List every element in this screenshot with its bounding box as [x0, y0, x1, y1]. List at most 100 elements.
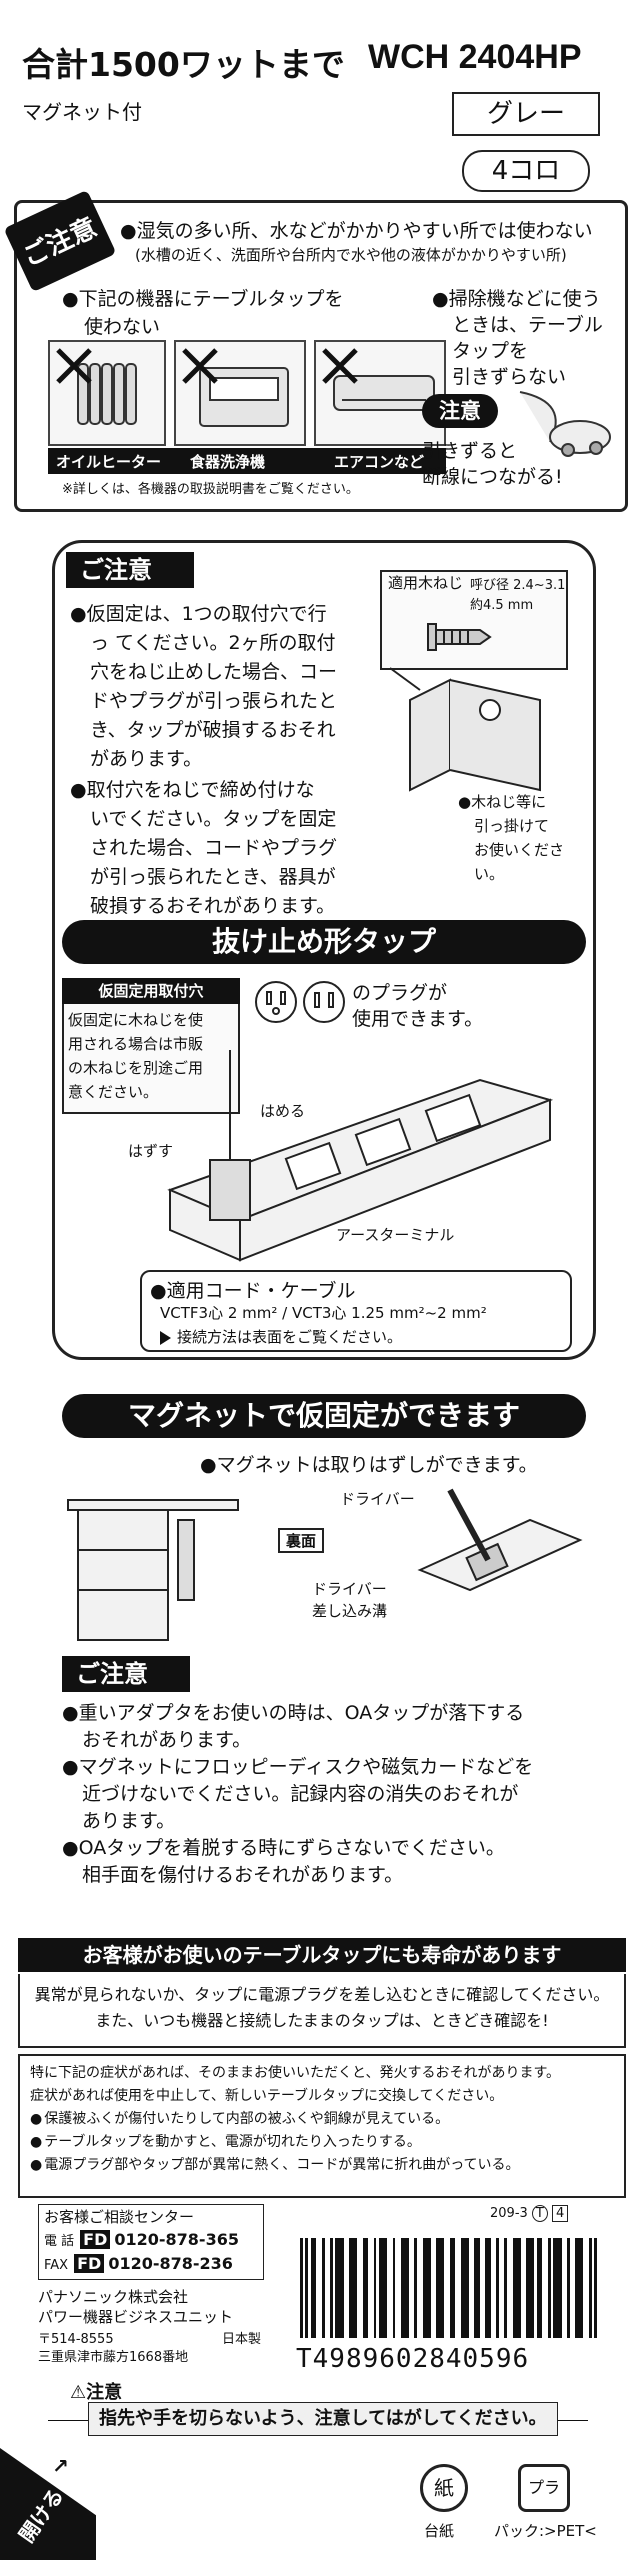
contact-center: お客様ご相談センター	[44, 2208, 195, 2226]
barcode-bar	[436, 2238, 445, 2338]
recycle-plastic-label: パック:>PET<	[494, 2522, 597, 2540]
magnet-title: マグネットで仮固定ができます	[62, 1394, 586, 1438]
barcode-bar	[567, 2238, 570, 2338]
mount-para1: ●仮固定は、1つの取付穴で行っ てください。2ヶ所の取付穴をねじ止めした場合、コ…	[70, 603, 338, 770]
driver-label: ドライバー	[340, 1490, 415, 1508]
recycle-plastic-icon: プラ	[518, 2464, 570, 2512]
cable-note-row: 接続方法は表面をご覧ください。	[160, 1326, 402, 1347]
cleaner-warn-2: 断線につながる!	[422, 466, 563, 488]
lifespan-intro: 異常が見られないか、タップに電源プラグを差し込むときに確認してください。また、い…	[18, 1974, 626, 2048]
barcode-bar	[526, 2238, 535, 2338]
open-arrow-icon: ↗	[52, 2454, 69, 2478]
lifespan-title: お客様がお使いのテーブルタップにも寿命があります	[18, 1938, 626, 1972]
barcode-bar	[335, 2238, 344, 2338]
oa-caution-list: ●重いアダプタをお使いの時は、OAタップが落下するおそれがあります。 ●マグネッ…	[62, 1700, 533, 1889]
screw-size: 約4.5 mm	[470, 598, 534, 613]
chui-badge: 注意	[422, 394, 498, 428]
cleaner-warn-1: 引きずると	[422, 440, 518, 462]
cable-box	[140, 1270, 572, 1352]
plug-note: のプラグが使用できます。	[352, 982, 484, 1030]
wood-screw-icon	[427, 623, 492, 651]
barcode-bar	[547, 2238, 551, 2338]
barcode	[300, 2238, 600, 2338]
oa-caution-item: ●マグネットにフロッピーディスクや磁気カードなどを近づけないでください。記録内容…	[62, 1756, 534, 1832]
barcode-bar	[329, 2238, 333, 2338]
screw-label: 適用木ねじ	[388, 574, 464, 592]
barcode-bar	[537, 2238, 543, 2338]
contact-box	[38, 2204, 264, 2280]
company-1: パナソニック株式会社	[38, 2288, 189, 2306]
back-label: 裏面	[278, 1528, 325, 1553]
barcode-bar	[414, 2238, 418, 2338]
product-code: 209-3 T 4	[490, 2205, 569, 2222]
device-label-2: 食器洗浄機	[190, 453, 266, 471]
power-strip-diagram	[167, 1050, 554, 1262]
device-labels	[48, 448, 446, 474]
barcode-bar	[378, 2238, 388, 2338]
hameru-label: はめる	[260, 1102, 306, 1120]
barcode-bar	[512, 2238, 521, 2338]
devices-title-2: 使わない	[84, 316, 161, 338]
barcode-bar	[485, 2238, 491, 2338]
barcode-bar	[504, 2238, 508, 2338]
screw-spec: 呼び径 2.4~3.1	[470, 578, 566, 593]
barcode-bar	[449, 2238, 456, 2338]
devices-title-1: ●下記の機器にテーブルタップを	[62, 288, 344, 310]
lock-section-title: 抜け止め形タップ	[62, 920, 586, 964]
device-label-1: オイルヒーター	[56, 453, 162, 471]
temp-hole-title: 仮固定用取付穴	[62, 978, 240, 1004]
hook-mount-diagram	[389, 667, 541, 792]
hook-note: ●木ねじ等に引っ掛けてお使いください。	[458, 793, 565, 883]
device-label-3: エアコンなど	[334, 453, 425, 471]
device-note: ※詳しくは、各機器の取扱説明書をご覧ください。	[62, 482, 359, 497]
lifespan-item: 電源プラグ部やタップ部が異常に熱く、コードが異常に折れ曲がっている。	[30, 2154, 614, 2177]
oa-caution-item: ●重いアダプタをお使いの時は、OAタップが落下するおそれがあります。	[62, 1702, 525, 1751]
barcode-bar	[496, 2238, 499, 2338]
barcode-bar	[305, 2238, 309, 2338]
company-2: パワー機器ビジネスユニット	[38, 2308, 234, 2326]
mount-para2: ●取付穴をねじで締め付けないでください。タップを固定された場合、コードやプラグが…	[70, 779, 338, 917]
header: 合計1500ワットまで WCH 2404HP マグネット付 グレー 4コロ	[0, 0, 644, 200]
barcode-bar	[373, 2238, 377, 2338]
barcode-bar	[392, 2238, 396, 2338]
outlets-label: 4コロ	[462, 150, 590, 192]
postal: 〒514-8555	[38, 2332, 114, 2347]
screw-spec-box	[380, 570, 568, 670]
vacuum-cleaner-icon	[519, 391, 611, 457]
made-in: 日本製	[222, 2332, 262, 2347]
barcode-bar	[474, 2238, 480, 2338]
barcode-bar	[588, 2238, 592, 2338]
mount-caution-badge: ご注意	[66, 552, 194, 588]
recycle-paper-icon: 紙	[420, 2464, 468, 2512]
hazusu-label: はずす	[128, 1142, 174, 1160]
caution-line2: (水槽の近く、洗面所や台所内で水や他の液体がかかりやすい所)	[135, 246, 567, 264]
barcode-bar	[349, 2238, 358, 2338]
address: 三重県津市藤方1668番地	[38, 2350, 189, 2365]
slot-label-1: ドライバー	[312, 1580, 387, 1598]
barcode-bar	[553, 2238, 562, 2338]
device-dishwasher-image	[174, 340, 306, 446]
barcode-bar	[400, 2238, 409, 2338]
barcode-bar	[310, 2238, 317, 2338]
lifespan-item: テーブルタップを動かすと、電源が切れたり入ったりする。	[30, 2131, 614, 2154]
cleaner-4: 引きずらない	[452, 366, 567, 388]
bottom-caution-row: ⚠注意	[70, 2382, 123, 2403]
color-label: グレー	[452, 92, 600, 136]
caution-top-box	[14, 200, 628, 512]
bottom-caution-text: 指先や手を切らないよう、注意してはがしてください。	[88, 2402, 558, 2436]
cable-title: ●適用コード・ケーブル	[150, 1280, 356, 1302]
oa-caution-badge: ご注意	[62, 1656, 190, 1692]
barcode-bar	[460, 2238, 469, 2338]
slot-label-2: 差し込み溝	[312, 1602, 388, 1620]
screwdriver-slot-diagram	[417, 1488, 583, 1592]
recycle-paper-label: 台紙	[424, 2522, 455, 2540]
cleaner-3: タップを	[452, 340, 529, 362]
barcode-bar	[321, 2238, 325, 2338]
arrow-right-icon	[160, 1330, 171, 1345]
warning-icon: ⚠	[70, 2382, 87, 2403]
device-oil-heater-image	[48, 340, 166, 446]
lifespan-warn-box: 特に下記の症状があれば、そのままお使いいただくと、発火するおそれがあります。症状…	[18, 2054, 626, 2198]
device-aircon-image	[314, 340, 446, 446]
